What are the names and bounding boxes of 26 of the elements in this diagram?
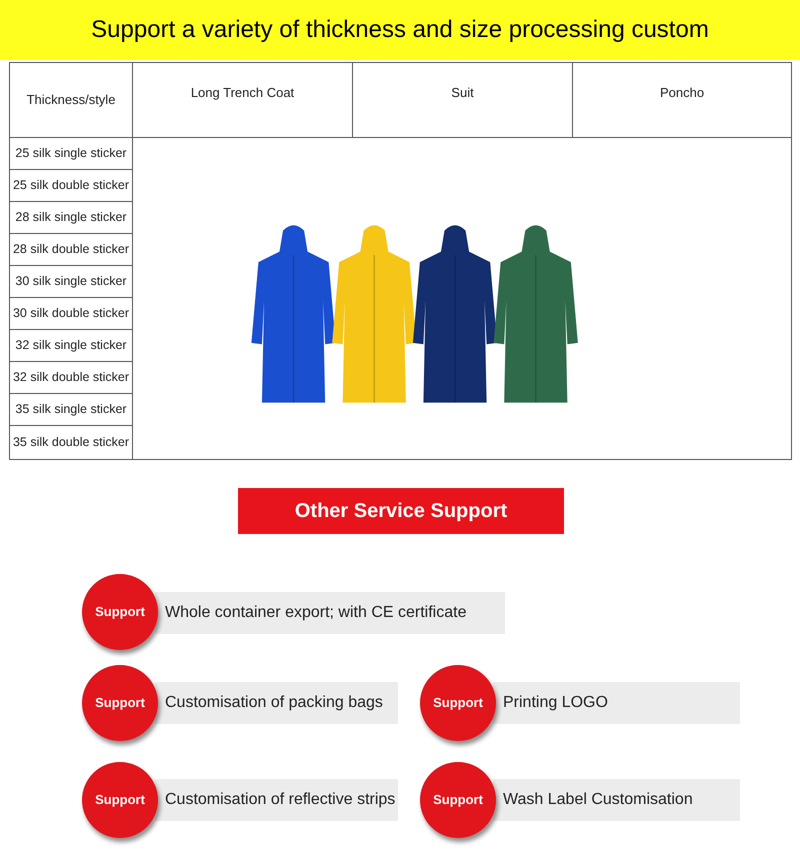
table-cell: 25 silk single sticker — [10, 138, 132, 170]
table-cell-text: 35 silk double sticker — [12, 434, 130, 451]
table-cell: 32 silk single sticker — [10, 330, 132, 362]
title-banner: Support a variety of thickness and size processing custom — [0, 0, 800, 60]
service-item: Customisation of packing bags — [155, 682, 398, 724]
service-item: Customisation of reflective strips — [155, 779, 398, 821]
support-badge: Support — [420, 665, 496, 741]
service-item: Wash Label Customisation — [493, 779, 740, 821]
support-badge: Support — [82, 574, 158, 650]
support-badge: Support — [420, 762, 496, 838]
table-cell: 28 silk double sticker — [10, 234, 132, 266]
support-badge: Support — [82, 665, 158, 741]
table-cell: 25 silk double sticker — [10, 170, 132, 202]
table-cell: 30 silk double sticker — [10, 298, 132, 330]
header-cell-text: Poncho — [658, 84, 706, 102]
table-cell: 35 silk single sticker — [10, 394, 132, 426]
service-item: Printing LOGO — [493, 682, 740, 724]
header-cell: Long Trench Coat — [133, 63, 353, 137]
table-cell: 30 silk single sticker — [10, 266, 132, 298]
table-cell: 32 silk double sticker — [10, 362, 132, 394]
header-cell: Suit — [353, 63, 573, 137]
support-badge: Support — [82, 762, 158, 838]
section-banner: Other Service Support — [238, 488, 564, 534]
service-item: Whole container export; with CE certificate — [155, 592, 505, 634]
table-cell: 28 silk single sticker — [10, 202, 132, 234]
header-cell: Thickness/style — [10, 63, 133, 137]
